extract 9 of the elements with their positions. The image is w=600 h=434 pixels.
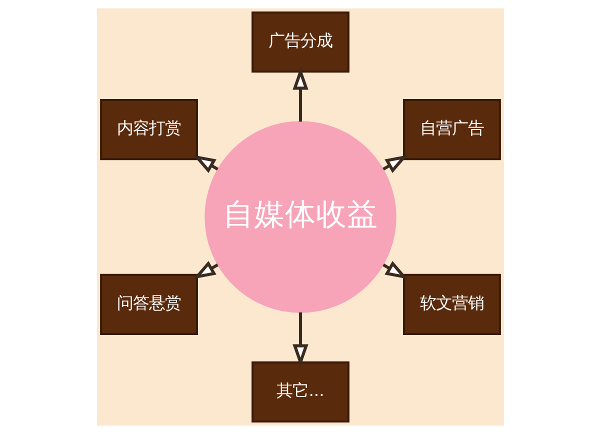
arrow [292, 67, 308, 122]
node-box: 软文营销 [402, 274, 500, 336]
node-box: 问答悬赏 [100, 274, 198, 336]
node-box: 其它... [251, 361, 349, 423]
node-box: 广告分成 [251, 11, 349, 73]
arrow [292, 312, 308, 367]
node-circle: 自媒体收益 [204, 121, 396, 313]
node-box: 内容打赏 [100, 98, 198, 160]
node-box: 自营广告 [402, 98, 500, 160]
